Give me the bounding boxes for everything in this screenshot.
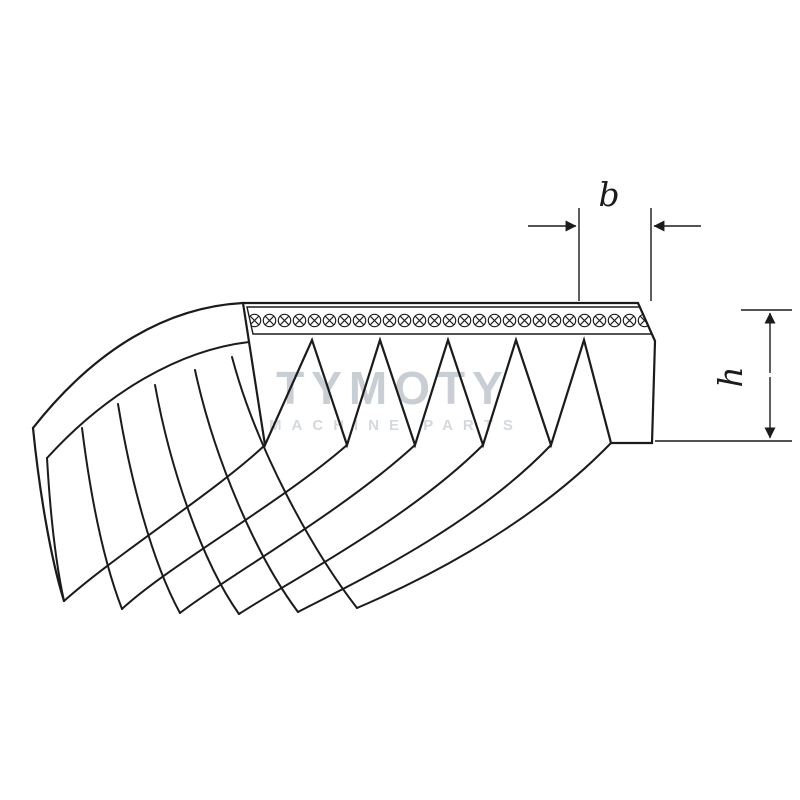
dimension-h: h (655, 309, 792, 442)
belt-outline (31, 301, 657, 603)
watermark-subtitle: MACHINE PARTS (269, 417, 523, 434)
rib-left-flank (154, 384, 240, 615)
dimension-b: b (528, 175, 701, 301)
top-silhouette-curve (31, 301, 245, 430)
rib-ridge-sweep (121, 444, 348, 610)
rib-left-flank (231, 356, 358, 609)
rib-ridge-sweep (238, 444, 484, 615)
rib-ridge-sweep (297, 444, 552, 613)
watermark: TYMOTY MACHINE PARTS (269, 362, 523, 434)
h-dimension-label: h (711, 366, 750, 387)
rib-left-flank (46, 457, 65, 602)
belt-front-face-fill (243, 303, 655, 445)
band-underside-curve (46, 341, 250, 459)
rib-left-flank (117, 403, 181, 614)
face-fill (243, 303, 655, 445)
outer-left-edge-curve (31, 426, 66, 603)
rib-left-flank (81, 427, 123, 610)
watermark-title: TYMOTY (276, 362, 510, 414)
rib-ridge-sweep (63, 444, 266, 602)
rib-hatch-band (246, 306, 654, 335)
face-outline (241, 301, 657, 449)
b-dimension-label: b (598, 175, 619, 214)
perspective-rib-curves (46, 356, 612, 615)
rib-ridge-sweep (356, 442, 612, 609)
rib-ridge-sweep (179, 444, 416, 614)
